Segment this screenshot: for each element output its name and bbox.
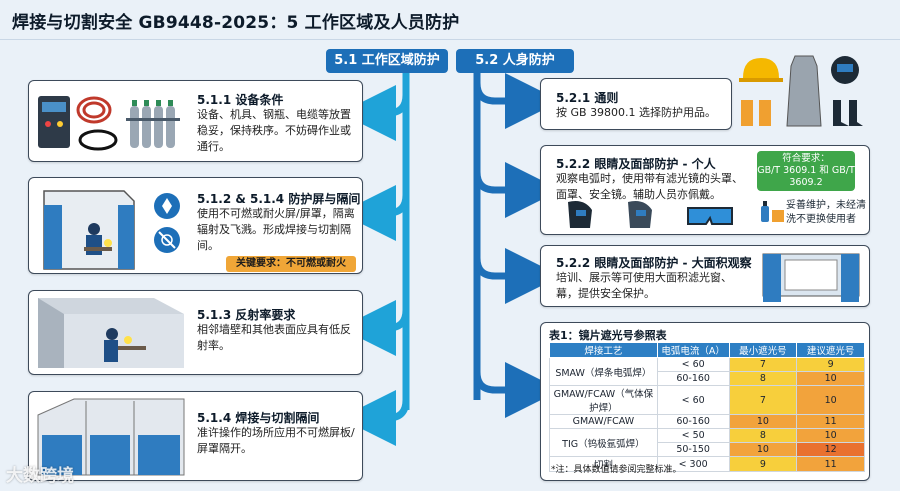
hard-hat-icon: [743, 58, 779, 78]
process-cell: GMAW/FCAW（气体保护焊）: [549, 385, 658, 415]
compliance-standards: GB/T 3609.1 和 GB/T 3609.2: [757, 165, 855, 188]
black-cable-icon: [78, 129, 118, 151]
ppe-illustration: [735, 52, 865, 132]
section-title: 5.2.2 眼睛及面部防护 - 大面积观察: [556, 256, 752, 270]
section-text: 培训、展示等可使用大面积滤光窗、幕，提供安全保护。: [556, 271, 732, 300]
boots-icon: [833, 100, 863, 126]
care-note: 妥善维护，未经清洗不更换使用者: [786, 200, 866, 225]
gas-cylinders-icon: [126, 100, 180, 148]
current-cell: < 50: [656, 428, 730, 443]
header-work-area: 5.1 工作区域防护: [326, 49, 448, 73]
key-requirement-badge: 关键要求：不可燃或耐火: [226, 256, 356, 272]
process-cell: 切割: [549, 456, 658, 472]
min-shade-cell: 10: [728, 442, 798, 457]
rec-shade-cell: 12: [796, 442, 865, 457]
section-title: 5.1.3 反射率要求: [197, 308, 296, 322]
table-row: TIG（钨极氩弧焊） < 50 8 10: [549, 428, 865, 457]
rec-shade-cell: 10: [796, 428, 865, 443]
rec-shade-cell: 10: [796, 371, 865, 386]
current-cell: < 60: [656, 385, 730, 415]
section-title: 5.1.2 & 5.1.4 防护屏与隔间: [197, 192, 361, 206]
welder-icon: [88, 223, 100, 235]
table-header-row: 焊接工艺 电弧电流（A） 最小遮光号 建议遮光号: [549, 342, 865, 358]
current-cell: < 300: [656, 456, 730, 472]
process-cell: GMAW/FCAW: [549, 414, 658, 429]
section-title: 5.1.1 设备条件: [197, 93, 284, 107]
work-area-trunk: [340, 73, 410, 446]
column-header: 建议遮光号: [796, 342, 865, 358]
table-row: 切割 < 300 9 11: [549, 456, 865, 472]
welding-screen-illustration: [34, 181, 146, 271]
column-header: 最小遮光号: [728, 342, 798, 358]
current-cell: 60-160: [656, 414, 730, 429]
shade-number-table: 焊接工艺 电弧电流（A） 最小遮光号 建议遮光号 SMAW（焊条电弧焊） < 6…: [549, 342, 865, 472]
booths-illustration: [34, 395, 190, 479]
section-text: 相邻墙壁和其他表面应具有低反射率。: [197, 323, 351, 352]
table-note: *注：具体数值请参阅完整标准。: [551, 465, 682, 475]
reflectivity-illustration: [34, 294, 190, 371]
cleaning-supplies-icon: [758, 198, 786, 224]
viewing-window-illustration: [755, 248, 867, 304]
rec-shade-cell: 10: [796, 385, 865, 415]
section-title: 5.1.4 焊接与切割隔间: [197, 411, 320, 425]
rec-shade-cell: 11: [796, 456, 865, 472]
min-shade-cell: 9: [728, 456, 798, 472]
current-cell: 50-150: [656, 442, 730, 457]
section-text: 按 GB 39800.1 选择防护用品。: [556, 106, 717, 119]
header-personal-protection: 5.2 人身防护: [456, 49, 574, 73]
section-title: 5.2.2 眼睛及面部防护 - 个人: [556, 157, 716, 171]
rec-shade-cell: 9: [796, 357, 865, 372]
min-shade-cell: 8: [728, 371, 798, 386]
gloves-icon: [741, 100, 771, 126]
section-text: 准许操作的场所应用不可燃屏板/屏罩隔开。: [197, 426, 355, 455]
section-text: 使用不可燃或耐火屏/屏罩，隔离辐射及飞溅。形成焊接与切割隔间。: [197, 207, 355, 252]
table-title: 表1：镜片遮光号参照表: [549, 329, 667, 342]
column-header: 电弧电流（A）: [656, 342, 730, 358]
min-shade-cell: 7: [728, 385, 798, 415]
min-shade-cell: 7: [728, 357, 798, 372]
column-header: 焊接工艺: [549, 342, 658, 358]
equipment-illustration: [34, 84, 190, 158]
personal-trunk: [473, 73, 561, 418]
card-general-rules: [540, 78, 732, 130]
welding-apron-icon: [786, 55, 822, 127]
rec-shade-cell: 11: [796, 414, 865, 429]
section-text: 观察电弧时，使用带有滤光镜的头罩、面罩、安全镜。辅助人员亦佩戴。: [556, 172, 743, 201]
table-row: GMAW/FCAW（气体保护焊） < 60 7 10: [549, 385, 865, 415]
section-title: 5.2.1 通则: [556, 91, 619, 105]
welder-icon: [106, 328, 118, 340]
watermark: 大数跨境: [6, 466, 74, 486]
table-row: SMAW（焊条电弧焊） < 60 7 9: [549, 357, 865, 386]
process-cell: TIG（钨极氩弧焊）: [549, 428, 658, 457]
section-text: 设备、机具、钢瓶、电缆等放置稳妥，保持秩序。不妨碍作业或通行。: [197, 108, 351, 153]
safety-goggles-icon: [687, 207, 733, 225]
table-row: GMAW/FCAW 60-160 10 11: [549, 414, 865, 429]
eye-protection-illustration: [562, 198, 742, 232]
cable-coil-icon: [76, 96, 112, 124]
hazard-icons: [150, 190, 184, 260]
compliance-badge: 符合要求： GB/T 3609.1 和 GB/T 3609.2: [757, 151, 855, 191]
current-cell: 60-160: [656, 371, 730, 386]
compliance-label: 符合要求：: [782, 153, 830, 164]
table-row: 60-160 8 10: [550, 371, 865, 386]
current-cell: < 60: [656, 357, 730, 372]
process-cell: SMAW（焊条电弧焊）: [549, 357, 658, 386]
page-title: 焊接与切割安全 GB9448-2025：5 工作区域及人员防护: [12, 13, 460, 33]
min-shade-cell: 8: [728, 428, 798, 443]
min-shade-cell: 10: [728, 414, 798, 429]
title-bar: 焊接与切割安全 GB9448-2025：5 工作区域及人员防护: [0, 0, 900, 40]
table-row: 50-150 10 12: [550, 442, 865, 457]
